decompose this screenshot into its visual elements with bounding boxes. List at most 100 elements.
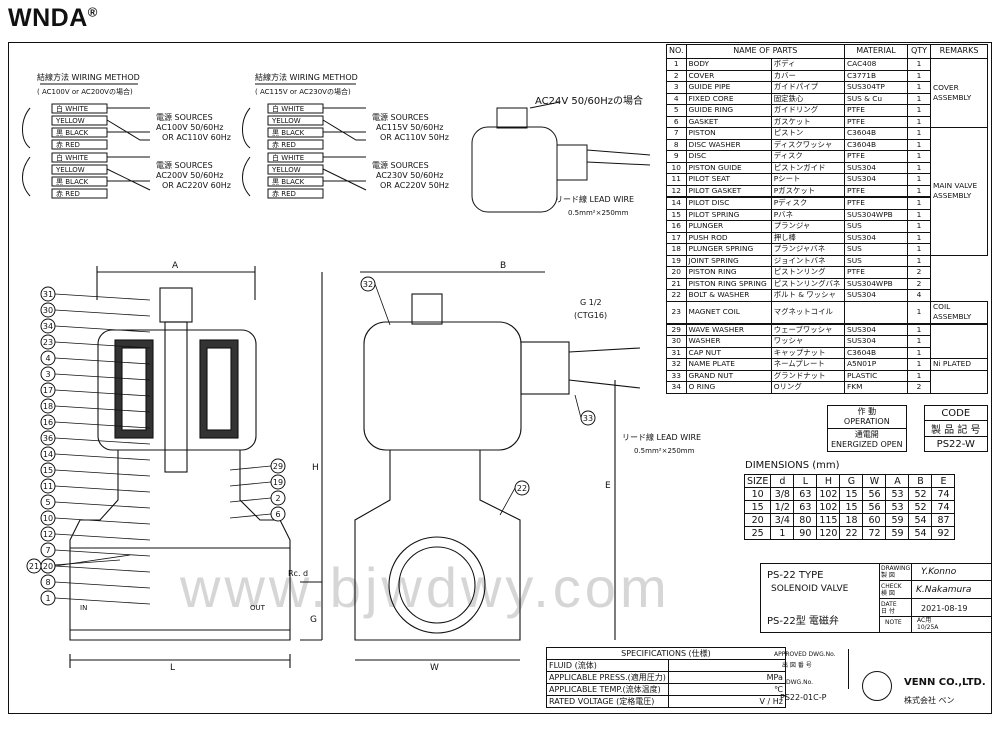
parts-cell: キャップナット xyxy=(770,346,846,359)
source-label: AC100V 50/60Hz xyxy=(156,123,223,132)
code-label: CODE xyxy=(924,405,988,421)
parts-cell: SUS xyxy=(844,254,908,267)
callout-number: 14 xyxy=(43,450,53,459)
parts-cell: 1 xyxy=(666,58,687,71)
parts-cell: 1 xyxy=(907,243,931,256)
dim-cell: 52 xyxy=(908,487,933,501)
parts-cell: GASKET xyxy=(685,115,772,128)
parts-cell: PTFE xyxy=(844,150,908,163)
parts-cell: COVER xyxy=(685,69,772,82)
dim-a: A xyxy=(172,261,179,271)
parts-cell: ワッシャ xyxy=(770,335,846,348)
dim-cell: 3/8 xyxy=(770,487,795,501)
callout-number: 15 xyxy=(43,466,53,475)
col-remarks: REMARKS xyxy=(930,44,988,59)
dim-cell: 63 xyxy=(793,487,818,501)
source-label: AC200V 50/60Hz xyxy=(156,171,223,180)
parts-cell: 1 xyxy=(907,184,931,198)
dim-cell: 15 xyxy=(839,500,864,514)
operation-state-en: ENERGIZED OPEN xyxy=(831,440,903,449)
dim-cell: 63 xyxy=(793,500,818,514)
dim-header: H xyxy=(816,474,841,488)
callout-number: 7 xyxy=(45,546,50,555)
parts-cell: SUS304 xyxy=(844,289,908,302)
parts-cell: PILOT SPRING xyxy=(685,208,772,221)
dim-cell: 74 xyxy=(931,500,956,514)
callout-number: 29 xyxy=(273,462,283,471)
parts-cell: ディスク xyxy=(770,150,846,163)
label-g-half: G 1/2 xyxy=(580,298,602,307)
parts-cell: マグネットコイル xyxy=(770,300,846,324)
callout-circle xyxy=(270,474,286,490)
callout-circle xyxy=(580,410,596,426)
company-logo-icon xyxy=(862,671,892,701)
parts-cell: PUSH ROD xyxy=(685,231,772,244)
parts-cell: 1 xyxy=(907,254,931,267)
callout-number: 12 xyxy=(43,530,53,539)
product-name-jp: PS-22型 電磁弁 xyxy=(767,616,839,627)
callout-circle xyxy=(40,334,56,350)
dim-cell: 25 xyxy=(743,526,772,540)
dim-cell: 120 xyxy=(816,526,841,540)
dim-l: L xyxy=(170,663,175,673)
callout-leader xyxy=(54,581,151,589)
callout-leader xyxy=(499,487,516,516)
spec-row: RATED VOLTAGE (定格電圧)V / Hz xyxy=(546,695,786,708)
parts-cell: 7 xyxy=(666,127,687,140)
parts-cell: 32 xyxy=(666,358,687,371)
parts-cell: DISC xyxy=(685,150,772,163)
parts-cell: 31 xyxy=(666,346,687,359)
col-material: MATERIAL xyxy=(844,44,908,59)
source-label: AC115V 50/60Hz xyxy=(376,123,443,132)
dim-cell: 56 xyxy=(862,500,887,514)
callout-circle xyxy=(40,542,56,558)
parts-cell: 1 xyxy=(907,127,931,140)
parts-cell: 33 xyxy=(666,369,687,382)
callout-number: 31 xyxy=(43,290,53,299)
parts-cell: ピストンリング xyxy=(770,266,846,279)
parts-cell: 22 xyxy=(666,289,687,302)
spec-value: V / Hz xyxy=(667,695,786,708)
dim-cell: 59 xyxy=(885,526,910,540)
callout-leader xyxy=(54,554,131,567)
parts-cell: 押し棒 xyxy=(770,231,846,244)
callout-number: 10 xyxy=(43,514,53,523)
callout-leader xyxy=(54,549,151,557)
parts-cell: SUS xyxy=(844,243,908,256)
parts-cell: GUIDE PIPE xyxy=(685,81,772,94)
callout-leader xyxy=(54,293,151,301)
code-value: PS22-W xyxy=(924,436,988,452)
parts-cell: 2 xyxy=(907,277,931,290)
spec-label: APPLICABLE TEMP.(流体温度) xyxy=(546,683,669,696)
callout-number: 34 xyxy=(43,322,53,331)
parts-cell: SUS304 xyxy=(844,231,908,244)
parts-cell: ボルト & ワッシャ xyxy=(770,289,846,302)
parts-cell: 3 xyxy=(666,81,687,94)
date-label: DATE xyxy=(881,601,897,608)
parts-cell: 1 xyxy=(907,92,931,105)
parts-cell: FIXED CORE xyxy=(685,92,772,105)
callout-circle xyxy=(514,480,530,496)
parts-cell: PLUNGER xyxy=(685,220,772,233)
parts-cell: 5 xyxy=(666,104,687,117)
parts-cell: 1 xyxy=(907,300,931,324)
parts-cell: 1 xyxy=(907,81,931,94)
brand-logo: WNDA® xyxy=(8,4,98,32)
callout-circle xyxy=(270,490,286,506)
parts-cell: PISTON xyxy=(685,127,772,140)
callout-number: 18 xyxy=(43,402,53,411)
wire-label: 赤 RED xyxy=(56,190,80,198)
drawing-sheet xyxy=(8,42,992,714)
note-2: 10/25A xyxy=(917,624,939,631)
parts-cell: 1 xyxy=(907,138,931,151)
parts-cell: 11 xyxy=(666,173,687,186)
callout-leader xyxy=(54,469,151,477)
parts-cell: 23 xyxy=(666,300,687,324)
